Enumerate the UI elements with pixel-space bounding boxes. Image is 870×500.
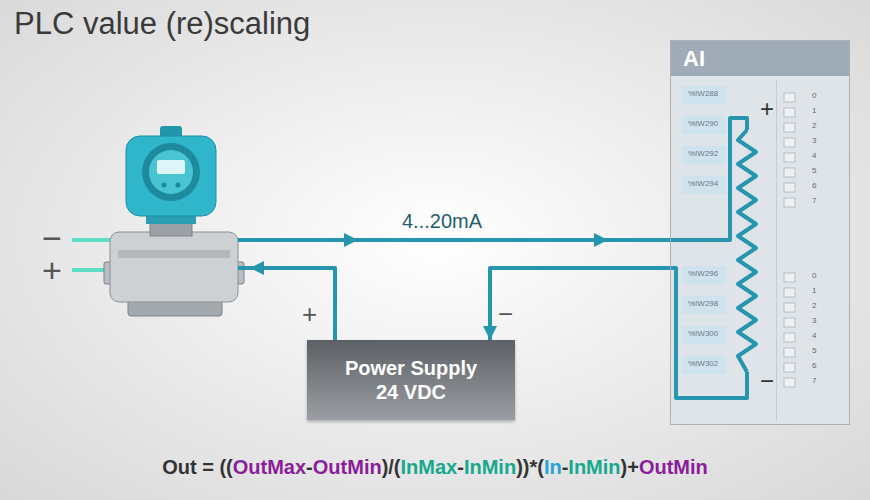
polarity-sign: + [760, 96, 774, 122]
transmitter-leads [72, 238, 110, 242]
pressure-transmitter [162, 183, 167, 188]
address-slot [682, 296, 726, 314]
address-slot [682, 356, 726, 374]
pressure-transmitter [146, 216, 196, 224]
pressure-transmitter [149, 150, 193, 194]
formula-term: - [306, 456, 313, 478]
address-slot [784, 168, 795, 177]
address-slot [784, 108, 795, 117]
address-slot [784, 138, 795, 147]
address-slot [784, 198, 795, 207]
address-slot [784, 303, 795, 312]
address-label: %IW302 [688, 360, 718, 369]
formula-term: OutMin [639, 456, 708, 478]
flow-arrow [250, 261, 264, 275]
pressure-transmitter [126, 136, 216, 216]
address-slot [682, 86, 795, 387]
loop-wire [670, 268, 747, 398]
loop-wire [238, 268, 335, 340]
formula-term: )/( [382, 456, 401, 478]
formula-term: - [562, 456, 569, 478]
channel-number: 4 [812, 152, 816, 161]
node-text: AI [671, 41, 717, 77]
flow-arrow [344, 233, 358, 247]
page-title: PLC value (re)scaling [14, 6, 310, 42]
channel-number: 0 [812, 272, 816, 281]
formula-term: Out = (( [162, 456, 233, 478]
address-label: %IW294 [688, 180, 718, 189]
address-slot [784, 333, 795, 342]
channel-number: 6 [812, 362, 816, 371]
address-label: %IW288 [688, 90, 718, 99]
address-slot [784, 123, 795, 132]
channel-number: 2 [812, 302, 816, 311]
address-slot [784, 153, 795, 162]
formula-term: InMin [568, 456, 620, 478]
signal-range: 4...20mA [402, 210, 482, 232]
address-label: %IW298 [688, 300, 718, 309]
power-supply-box: Power Supply 24 VDC [307, 340, 515, 420]
address-slot [682, 176, 726, 194]
pressure-transmitter [110, 232, 238, 302]
channel-number: 1 [812, 107, 816, 116]
ai-module-housing [670, 40, 850, 425]
address-label: %IW296 [688, 270, 718, 279]
formula-term: OutMin [313, 456, 382, 478]
channel-number: 5 [812, 347, 816, 356]
channel-number: 6 [812, 182, 816, 191]
scaling-formula: Out = ((OutMax-OutMin)/(InMax-InMin))*(I… [0, 456, 870, 479]
pressure-transmitter [142, 143, 200, 201]
channel-number: 0 [812, 92, 816, 101]
ai-module-housing [670, 40, 850, 76]
formula-term: - [457, 456, 464, 478]
flow-arrow [594, 233, 608, 247]
address-slot [682, 266, 726, 284]
channel-number: 1 [812, 287, 816, 296]
address-slot [784, 288, 795, 297]
pressure-transmitter [157, 160, 185, 174]
address-label: %IW300 [688, 330, 718, 339]
address-slot [784, 318, 795, 327]
address-slot [784, 378, 795, 387]
pressure-transmitter [104, 126, 244, 316]
polarity-sign: + [302, 300, 317, 329]
pressure-transmitter [118, 250, 230, 258]
channel-number: 4 [812, 332, 816, 341]
address-slot [784, 273, 795, 282]
formula-term: InMin [464, 456, 516, 478]
formula-term: )+ [621, 456, 639, 478]
channel-number: 3 [812, 317, 816, 326]
address-slot [784, 183, 795, 192]
ai-module-housing [776, 80, 777, 420]
ai-module-housing [670, 40, 850, 425]
channel-number: 5 [812, 167, 816, 176]
polarity-sign: − [760, 368, 774, 394]
channel-number: 3 [812, 137, 816, 146]
address-slot [784, 93, 795, 102]
address-slot [682, 326, 726, 344]
formula-term: OutMax [233, 456, 306, 478]
address-slot [784, 348, 795, 357]
formula-term: In [544, 456, 562, 478]
address-slot [784, 363, 795, 372]
node-text: Power Supply 24 VDC [336, 356, 486, 404]
channel-number: 2 [812, 122, 816, 131]
polarity-sign: + [42, 252, 62, 289]
polarity-sign: − [498, 300, 513, 329]
formula-term: InMax [401, 456, 458, 478]
address-slot [682, 116, 726, 134]
loop-wire [738, 130, 756, 372]
formula-term: ))*( [516, 456, 544, 478]
channel-number: 7 [812, 197, 816, 206]
address-label: %IW292 [688, 150, 718, 159]
pressure-transmitter [176, 183, 181, 188]
wire-connector [490, 268, 670, 340]
address-slot [682, 146, 726, 164]
channel-number: 7 [812, 377, 816, 386]
address-slot [682, 86, 726, 104]
address-label: %IW290 [688, 120, 718, 129]
